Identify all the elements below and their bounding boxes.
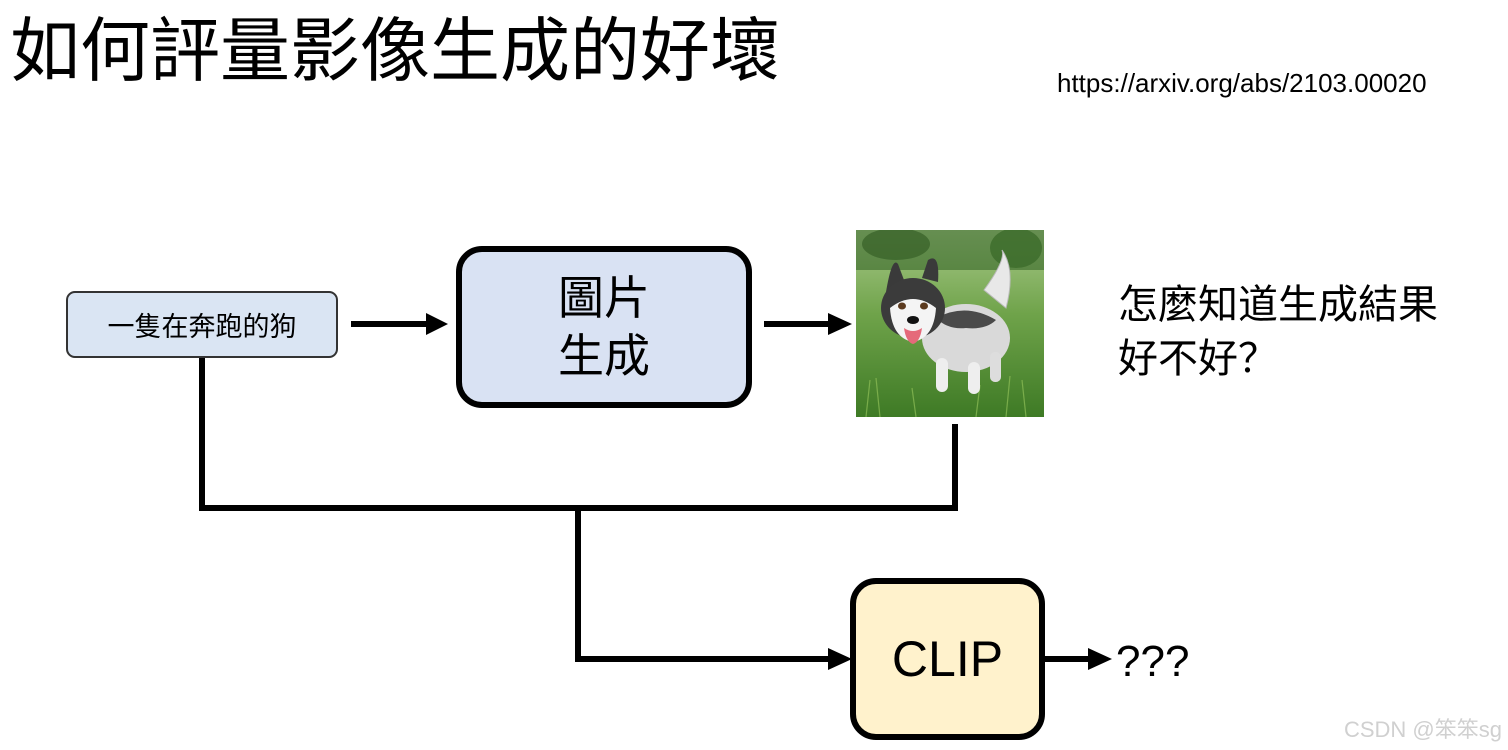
connector-prompt-to-merge xyxy=(199,358,578,511)
arrowhead-generator xyxy=(426,313,448,335)
prompt-box: 一隻在奔跑的狗 xyxy=(66,291,338,358)
arrowhead-output xyxy=(1088,648,1112,670)
slide-title: 如何評量影像生成的好壞 xyxy=(10,10,780,92)
generator-label-line1: 圖片 xyxy=(558,271,650,325)
image-generator-box: 圖片 生成 xyxy=(456,246,752,408)
arrow-merge-to-clip xyxy=(575,508,830,662)
arrowhead-clip xyxy=(828,648,852,670)
clip-label: CLIP xyxy=(891,631,1004,687)
connector-image-to-merge xyxy=(578,424,958,511)
generator-label-line2: 生成 xyxy=(558,329,650,383)
arrowhead-image xyxy=(828,313,852,335)
question-line2: 好不好？ xyxy=(1118,336,1278,382)
prompt-text: 一隻在奔跑的狗 xyxy=(107,312,297,343)
reference-url: https://arxiv.org/abs/2103.00020 xyxy=(1057,68,1427,98)
clip-output-label: ??? xyxy=(1116,637,1190,686)
clip-model-box: CLIP xyxy=(850,578,1045,740)
watermark: CSDN @笨笨sg xyxy=(1343,717,1502,742)
generated-dog-image xyxy=(856,230,1044,417)
question-line1: 怎麼知道生成結果 xyxy=(1118,282,1438,328)
evaluation-question: 怎麼知道生成結果 好不好？ xyxy=(1118,278,1438,386)
